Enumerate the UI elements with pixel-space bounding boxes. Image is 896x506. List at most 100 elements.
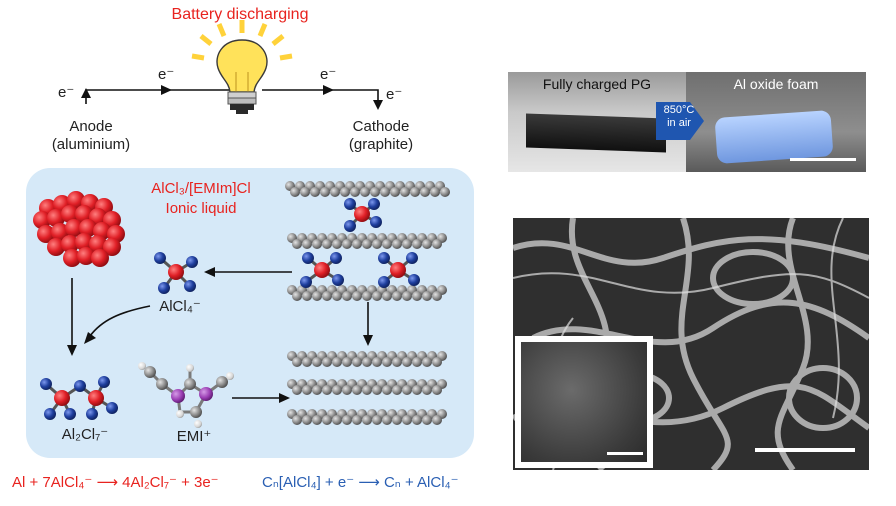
carbon-atom [372,415,382,425]
arrow-graphite-restack [363,335,373,346]
carbon-atom [320,187,330,197]
carbon-atom [342,357,352,367]
emi-label: EMI⁺ [176,428,212,445]
graphite-layers [285,181,450,425]
carbon-atom [402,291,412,301]
electron-label-cathode: e⁻ [386,86,403,103]
carbon-atom [292,239,302,249]
carbon-atom [362,385,372,395]
carbon-atom [370,187,380,197]
al2cl7-label: Al₂Cl₇⁻ [61,426,109,443]
carbon-atom [322,385,332,395]
carbon-atom [350,187,360,197]
carbon-atom [392,291,402,301]
electron-label-anode: e⁻ [58,84,75,101]
process-arrow [656,102,704,140]
carbon-atom [390,187,400,197]
anode-label: Anode (aluminium) [36,118,146,154]
carbon-atom [412,239,422,249]
external-circuit [81,20,383,114]
carbon-atom [392,239,402,249]
electrolyte-label-line2: Ionic liquid [165,200,237,217]
carbon-atom [422,291,432,301]
arrow-emi-to-graphite [279,393,290,403]
anode-label-line2: (aluminium) [51,136,131,153]
carbon-atom [382,415,392,425]
carbon-atom [402,385,412,395]
carbon-atom [362,291,372,301]
carbon-atom [292,415,302,425]
photo-foam-caption: Al oxide foam [733,76,819,92]
process-atmosphere: in air [667,117,691,129]
photo-pg-caption: Fully charged PG [542,76,652,92]
carbon-atom [322,239,332,249]
carbon-atom [402,357,412,367]
carbon-atom [352,415,362,425]
carbon-atom [302,239,312,249]
photo-foam-after: Al oxide foam [686,72,866,172]
graphite-sheet [526,113,666,153]
carbon-atom [322,291,332,301]
carbon-atom [332,357,342,367]
carbon-atom [302,385,312,395]
carbon-atom [372,291,382,301]
carbon-atom [312,239,322,249]
electron-flow-arrowhead-right [323,85,334,95]
carbon-atom [290,187,300,197]
carbon-atom [332,291,342,301]
carbon-atom [412,357,422,367]
carbon-atom [422,385,432,395]
carbon-atom [372,385,382,395]
sem-image [513,218,869,470]
carbon-atom [342,415,352,425]
carbon-atom [382,239,392,249]
foam-inset-photo [515,336,653,468]
arrow-alcl4-to-al2cl7 [84,332,96,344]
carbon-atom [432,357,442,367]
cathode-label-line1: Cathode [352,118,410,135]
carbon-atom [382,385,392,395]
scale-bar-inset [607,452,643,455]
battery-title: Battery discharging [171,6,309,23]
carbon-atom [312,385,322,395]
carbon-atom [322,415,332,425]
carbon-atom [332,415,342,425]
carbon-atom [382,291,392,301]
light-bulb-icon [191,20,293,114]
intercalated-alcl4-right [378,252,420,288]
al2cl7-molecule [40,376,118,420]
carbon-atom [292,291,302,301]
carbon-atom [352,291,362,301]
carbon-atom [302,357,312,367]
carbon-atom [302,291,312,301]
intercalated-alcl4-top [344,198,382,232]
carbon-atom [312,291,322,301]
carbon-atom [422,357,432,367]
electrolyte-label: AlCl₃/[EMIm]Cl Ionic liquid [126,180,276,218]
alcl4-label: AlCl₄⁻ [159,298,201,315]
process-temp: 850°C [663,104,695,116]
carbon-atom [412,385,422,395]
carbon-atom [352,385,362,395]
carbon-atom [362,239,372,249]
carbon-atom [410,187,420,197]
carbon-atom [322,357,332,367]
carbon-atom [352,357,362,367]
carbon-atom [382,357,392,367]
cathode-label: Cathode (graphite) [326,118,436,154]
carbon-atom [372,239,382,249]
electron-label-left: e⁻ [158,66,175,83]
carbon-atom [440,187,450,197]
molecular-schematic [33,181,450,428]
carbon-atom [432,415,442,425]
anode-equation: Al + 7AlCl₄⁻ ⟶ 4Al₂Cl₇⁻ + 3e⁻ [12,474,219,491]
carbon-atom [342,385,352,395]
alcl4-molecule [154,252,198,294]
carbon-atom [362,357,372,367]
carbon-atom [292,357,302,367]
scale-bar-sem [755,448,855,452]
scale-bar-top [790,158,856,161]
carbon-atom [352,239,362,249]
aluminium-cluster [33,191,125,267]
cathode-down-arrowhead [373,100,383,110]
